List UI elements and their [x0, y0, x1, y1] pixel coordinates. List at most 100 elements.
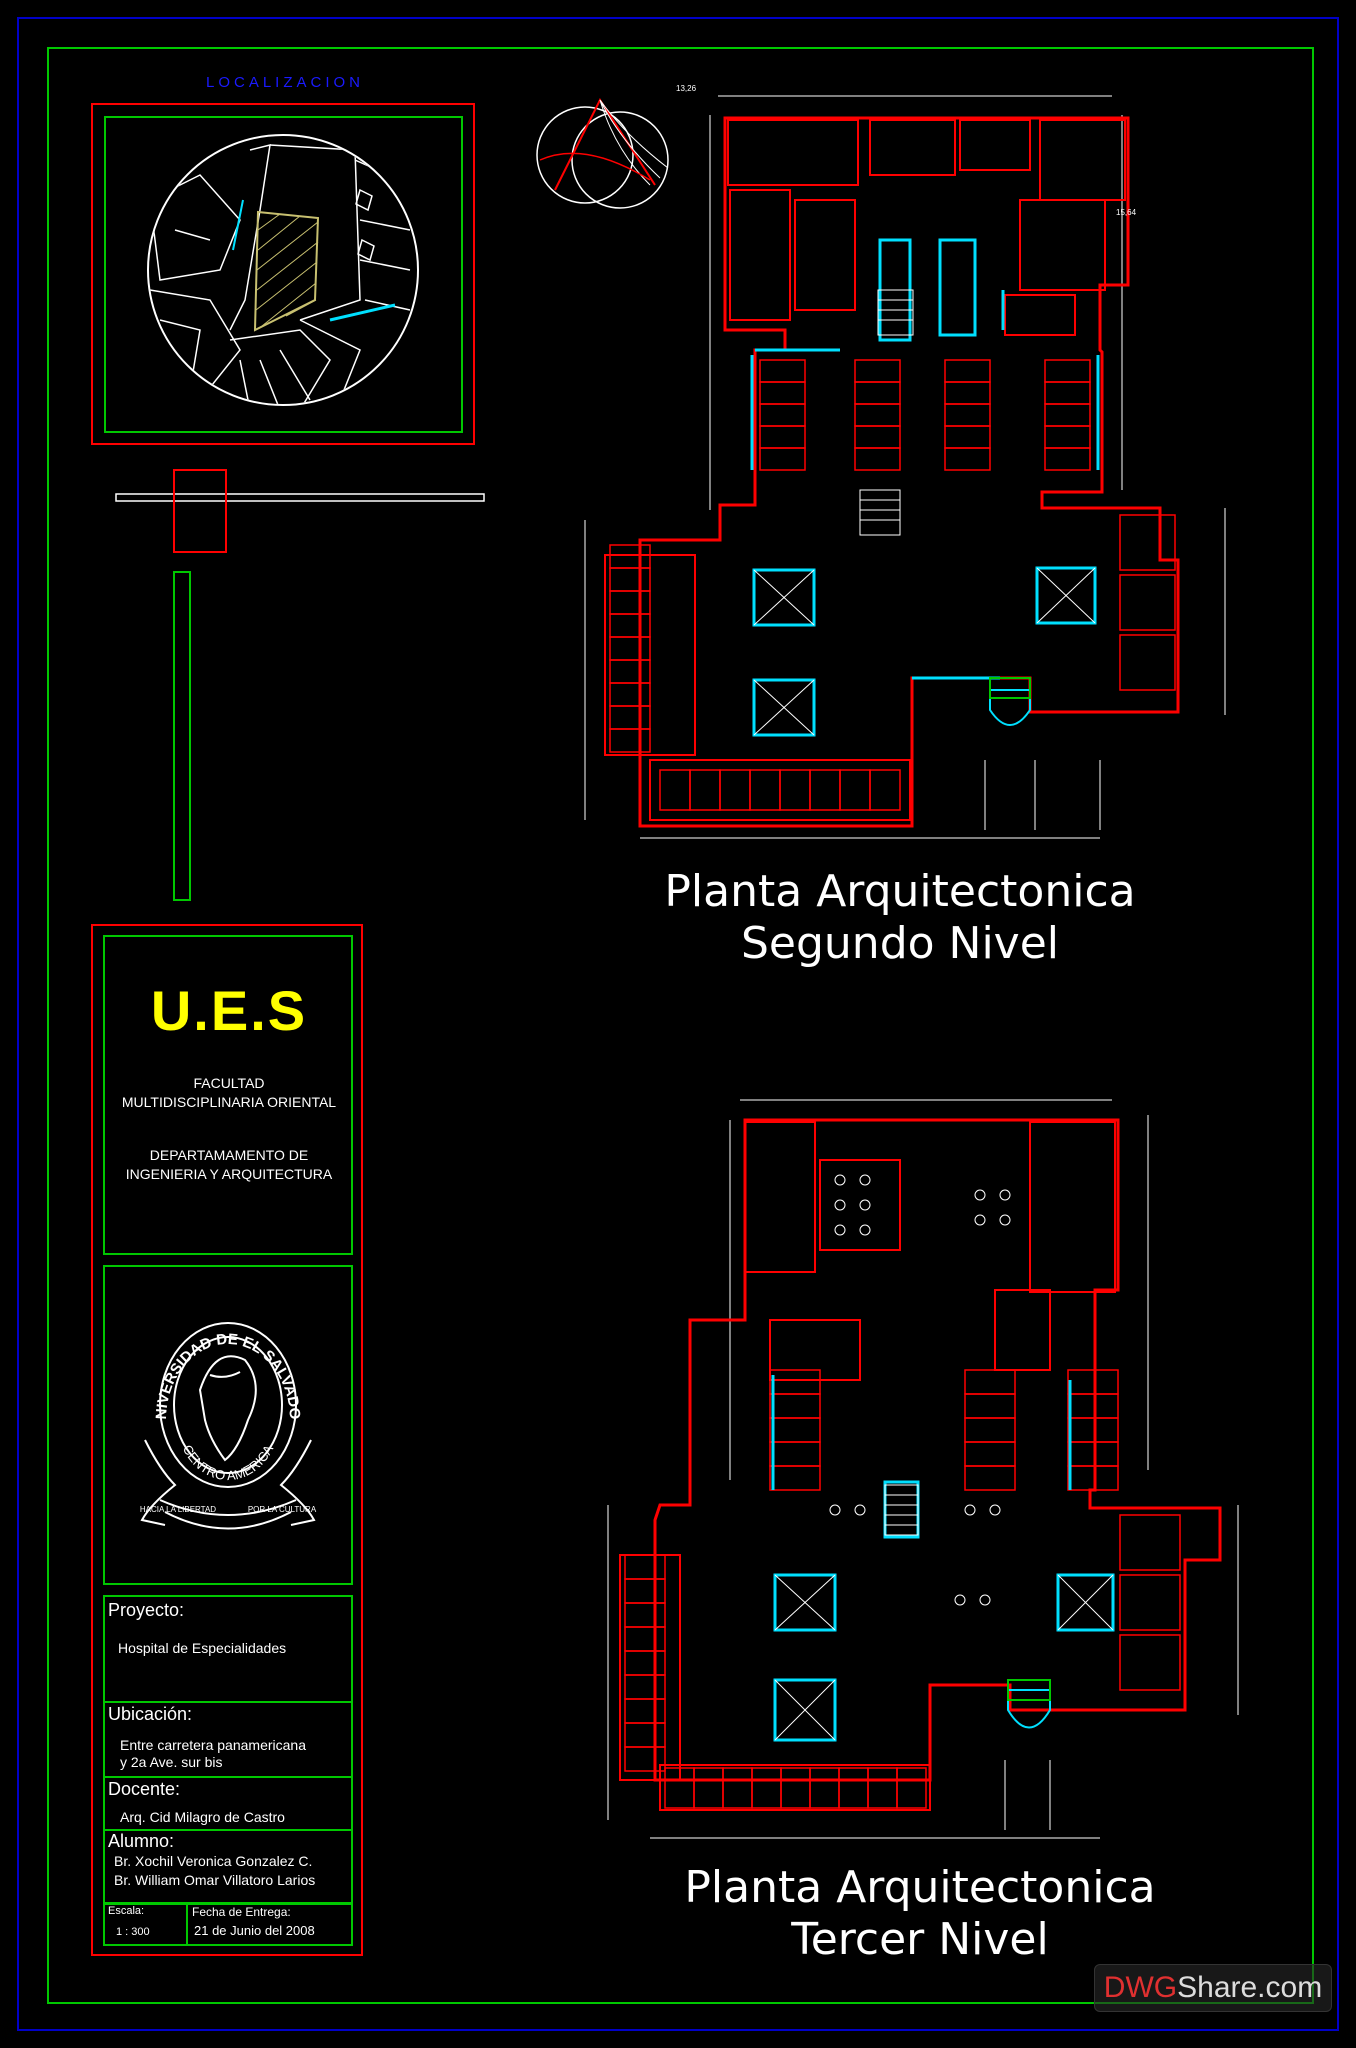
student-value-2: Br. William Omar Villatoro Larios: [114, 1872, 316, 1888]
date-value: 21 de Junio del 2008: [194, 1923, 315, 1938]
room-cell: [854, 403, 901, 427]
room-cell: [624, 1698, 666, 1724]
faculty-name: FACULTAD MULTIDISCIPLINARIA ORIENTAL: [104, 1074, 354, 1112]
room-cell: [1119, 1574, 1181, 1631]
room-cell: [964, 1369, 1016, 1395]
department-line1: DEPARTAMAMENTO DE: [149, 1147, 309, 1163]
room-cell: [1067, 1369, 1119, 1395]
room-cell: [838, 1767, 869, 1809]
student-label: Alumno:: [108, 1831, 175, 1851]
room-cell: [896, 1767, 927, 1809]
room-cell: [944, 359, 991, 383]
room-cell: [964, 1417, 1016, 1443]
furniture-symbol: [974, 1189, 986, 1201]
furniture-symbol: [854, 1504, 866, 1516]
room-cell: [609, 705, 651, 730]
room-cell: [780, 1767, 811, 1809]
plan-title-line1: Planta Arquitectonica: [664, 866, 1136, 917]
plan-title-line2: Segundo Nivel: [740, 918, 1059, 969]
room-cell: [839, 769, 871, 811]
furniture-symbol: [989, 1504, 1001, 1516]
room-cell: [779, 769, 811, 811]
room-cell: [869, 769, 901, 811]
plan-title-line1: Planta Arquitectonica: [684, 1862, 1156, 1913]
department-name: DEPARTAMAMENTO DE INGENIERIA Y ARQUITECT…: [104, 1146, 354, 1184]
room-cell: [1067, 1441, 1119, 1467]
room-cell: [964, 1441, 1016, 1467]
room-cell: [854, 447, 901, 471]
room-cell: [944, 381, 991, 405]
department-line2: INGENIERIA Y ARQUITECTURA: [125, 1166, 333, 1182]
room-cell: [759, 447, 806, 471]
watermark-brand-2: Share.com: [1177, 1971, 1323, 2004]
room-cell: [809, 769, 841, 811]
room-cell: [944, 425, 991, 449]
faculty-line2: MULTIDISCIPLINARIA ORIENTAL: [121, 1094, 337, 1110]
furniture-symbol: [979, 1594, 991, 1606]
location-value-2: y 2a Ave. sur bis: [120, 1754, 223, 1770]
room-cell: [1119, 1634, 1181, 1691]
room-cell: [693, 1767, 724, 1809]
room-cell: [769, 1465, 821, 1491]
seal-motto-left: HACIA LA LIBERTAD: [140, 1505, 216, 1514]
north-arrow-icon: [115, 469, 485, 901]
compass-icon: [536, 97, 669, 209]
location-map-streets: [149, 143, 411, 404]
room-cell: [1044, 403, 1091, 427]
outer-frame: [17, 17, 1339, 2031]
location-panel: [91, 103, 475, 445]
location-value-1: Entre carretera panamericana: [120, 1737, 306, 1753]
room-cell: [659, 769, 691, 811]
faculty-line1: FACULTAD: [193, 1075, 265, 1091]
room-cell: [1119, 634, 1176, 691]
room-cell: [609, 544, 651, 569]
room-cell: [609, 682, 651, 707]
room-cell: [624, 1650, 666, 1676]
room-cell: [964, 1465, 1016, 1491]
room-cell: [1044, 381, 1091, 405]
room-cell: [624, 1578, 666, 1604]
ues-logo-text: U.E.S: [150, 979, 308, 1042]
dwgshare-watermark: DWGShare.com: [1094, 1964, 1332, 2012]
location-map-circle: [147, 134, 419, 406]
room-cell: [1044, 447, 1091, 471]
room-cell: [769, 1417, 821, 1443]
room-cell: [944, 403, 991, 427]
room-cell: [1119, 1514, 1181, 1571]
date-label: Fecha de Entrega:: [192, 1905, 291, 1919]
room-cell: [1119, 574, 1176, 631]
furniture-symbol: [954, 1594, 966, 1606]
room-cell: [609, 613, 651, 638]
room-cell: [609, 567, 651, 592]
furniture-symbol: [974, 1214, 986, 1226]
room-cell: [854, 381, 901, 405]
room-cell: [689, 769, 721, 811]
room-cell: [624, 1554, 666, 1580]
furniture-symbol: [829, 1504, 841, 1516]
furniture-symbol: [999, 1214, 1011, 1226]
furniture-symbol: [834, 1199, 846, 1211]
scale-value: 1 : 300: [116, 1926, 150, 1938]
teacher-value: Arq. Cid Milagro de Castro: [120, 1809, 285, 1825]
room-cell: [759, 359, 806, 383]
student-value-1: Br. Xochil Veronica Gonzalez C.: [114, 1853, 313, 1869]
furniture-symbol: [834, 1174, 846, 1186]
watermark-brand-1: DWG: [1103, 1971, 1178, 2004]
furniture-symbol: [964, 1504, 976, 1516]
room-cell: [1067, 1417, 1119, 1443]
room-cell: [722, 1767, 753, 1809]
dim-label: 13,26: [676, 84, 697, 93]
plan-title-third: Planta Arquitectonica Tercer Nivel: [660, 1862, 1180, 1966]
room-cell: [769, 1441, 821, 1467]
floor-plan-third-level: [607, 1099, 1239, 1839]
room-cell: [809, 1767, 840, 1809]
room-cell: [759, 425, 806, 449]
floor-plan-second-level: [584, 95, 1226, 839]
room-cell: [624, 1746, 666, 1772]
room-cell: [609, 590, 651, 615]
room-cell: [1044, 359, 1091, 383]
location-label: Ubicación:: [108, 1704, 193, 1724]
room-cell: [854, 359, 901, 383]
room-cell: [769, 1369, 821, 1395]
